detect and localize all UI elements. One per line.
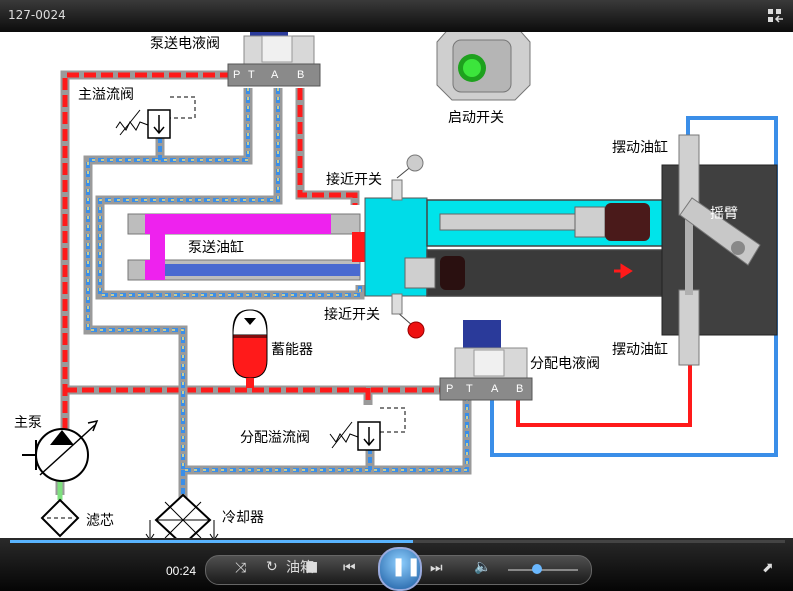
label-proximity-top: 接近开关 — [326, 172, 382, 188]
pump-valve-body — [227, 32, 321, 87]
next-icon[interactable]: ⏭ — [430, 560, 443, 576]
pump-valve-port-b: B — [297, 69, 305, 81]
progress-track[interactable] — [10, 540, 785, 543]
main-relief-valve — [115, 96, 196, 139]
volume-icon[interactable]: 🔈 — [474, 559, 492, 575]
label-start-switch: 启动开关 — [448, 110, 504, 126]
fullscreen-icon[interactable] — [767, 8, 785, 24]
label-main-relief: 主溢流阀 — [78, 87, 134, 103]
dist-valve-port-b: B — [516, 383, 524, 395]
label-pump-cyl: 泵送油缸 — [188, 240, 244, 256]
rocker-assembly — [661, 134, 778, 366]
volume-knob[interactable] — [532, 564, 543, 574]
shuffle-icon[interactable]: ⤨ — [235, 560, 247, 576]
label-accumulator: 蓄能器 — [271, 342, 313, 358]
pump-valve-port-t: T — [248, 69, 255, 81]
switch-to-library-icon[interactable]: ⬈ — [762, 560, 774, 576]
pump-valve-port-p: P — [233, 69, 241, 81]
hydraulic-diagram — [0, 32, 793, 538]
pump-cylinders — [127, 197, 666, 297]
label-swing-cyl-bottom: 摆动油缸 — [612, 342, 668, 358]
title-bar: 127-0024 — [0, 0, 793, 32]
label-tank: 油箱 — [286, 560, 314, 576]
cooler-icon — [145, 493, 219, 538]
accumulator-icon — [232, 309, 268, 388]
main-pump-icon — [22, 419, 99, 482]
label-pump-valve: 泵送电液阀 — [150, 36, 220, 52]
window-title: 127-0024 — [8, 8, 66, 22]
repeat-icon[interactable]: ↻ — [266, 559, 278, 575]
player-controls: ⤨ ↻ ■ ⏮ ❚❚ ⏭ 🔈 ⬈ — [0, 538, 793, 591]
pause-icon: ❚❚ — [391, 556, 422, 577]
dist-valve-port-p: P — [446, 383, 454, 395]
label-filter: 滤芯 — [86, 513, 114, 529]
play-pause-button[interactable] — [378, 547, 422, 591]
label-swing-cyl-top: 摆动油缸 — [612, 140, 668, 156]
label-dist-valve: 分配电液阀 — [530, 356, 600, 372]
progress-fill — [10, 540, 413, 543]
pump-valve-port-a: A — [271, 69, 279, 81]
start-switch-icon — [436, 32, 531, 101]
label-rocker: 摇臂 — [710, 206, 738, 222]
filter-icon — [40, 498, 80, 538]
label-dist-relief: 分配溢流阀 — [240, 430, 310, 446]
label-cooler: 冷却器 — [222, 510, 264, 526]
volume-slider[interactable] — [508, 564, 578, 574]
dist-relief-valve — [329, 407, 406, 451]
dist-valve-port-t: T — [466, 383, 473, 395]
label-proximity-bottom: 接近开关 — [324, 307, 380, 323]
stop-icon[interactable]: ■ — [305, 559, 319, 575]
proximity-switches — [391, 154, 425, 339]
elapsed-time: 00:24 — [166, 564, 197, 578]
previous-icon[interactable]: ⏮ — [343, 560, 356, 576]
dist-valve-body — [439, 320, 533, 401]
dist-valve-port-a: A — [491, 383, 499, 395]
label-main-pump: 主泵 — [14, 415, 42, 431]
